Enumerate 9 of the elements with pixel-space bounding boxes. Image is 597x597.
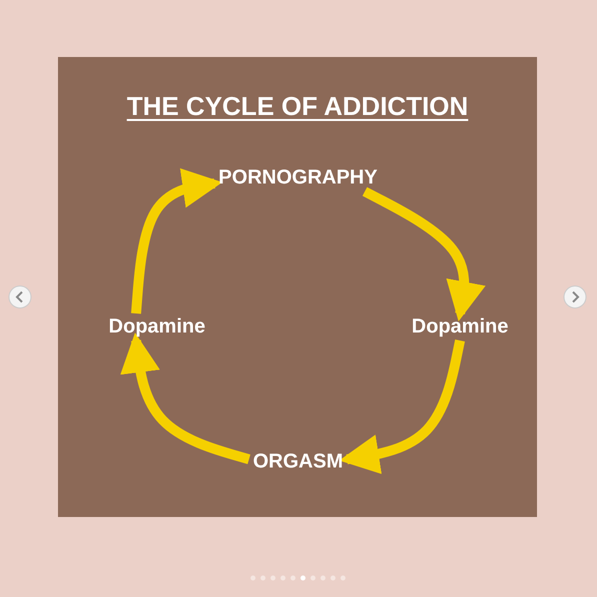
title: THE CYCLE OF ADDICTION xyxy=(126,91,470,122)
cycle-stage-label: ORGASM xyxy=(249,448,347,476)
curved-arrow xyxy=(362,187,486,322)
cycle-stage-label: Dopamine xyxy=(408,314,512,340)
curved-arrow xyxy=(339,339,465,474)
cycle-stage-label: PORNOGRAPHY xyxy=(214,164,382,192)
curved-arrow xyxy=(131,168,222,314)
curved-arrow xyxy=(120,332,250,464)
cycle-stage-label: Dopamine xyxy=(104,314,210,340)
